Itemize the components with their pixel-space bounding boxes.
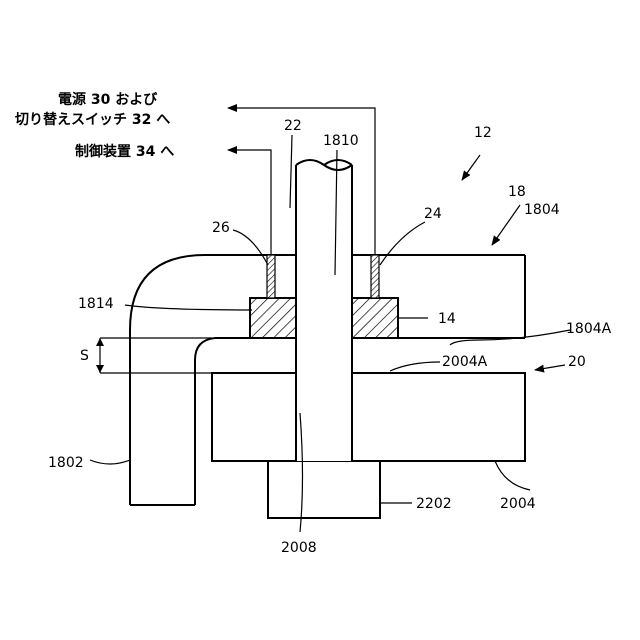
label-14: 14 <box>438 311 456 327</box>
label-switch: 切り替えスイッチ 32 へ <box>15 111 170 128</box>
label-1802: 1802 <box>48 455 84 471</box>
label-1810: 1810 <box>323 133 359 149</box>
label-22: 22 <box>284 118 302 134</box>
label-24: 24 <box>424 206 442 222</box>
label-18: 18 <box>508 184 526 200</box>
label-1804a: 1804A <box>566 321 612 337</box>
label-12: 12 <box>474 125 492 141</box>
label-2202: 2202 <box>416 496 452 512</box>
label-2004: 2004 <box>500 496 536 512</box>
curved-wall-1802 <box>130 255 205 505</box>
bottom-block-2202 <box>268 461 380 518</box>
label-2008: 2008 <box>281 540 317 556</box>
label-1804: 1804 <box>524 202 560 218</box>
lower-plate-2004 <box>212 373 525 461</box>
strip-24 <box>371 255 379 298</box>
label-s: S <box>80 348 89 364</box>
label-20: 20 <box>568 354 586 370</box>
label-power: 電源 30 および <box>58 91 158 108</box>
label-2004a: 2004A <box>442 354 488 370</box>
label-controller: 制御装置 34 へ <box>75 143 174 160</box>
shaft-22 <box>296 160 352 461</box>
label-1814: 1814 <box>78 296 114 312</box>
label-26: 26 <box>212 220 230 236</box>
strip-26 <box>267 255 275 298</box>
